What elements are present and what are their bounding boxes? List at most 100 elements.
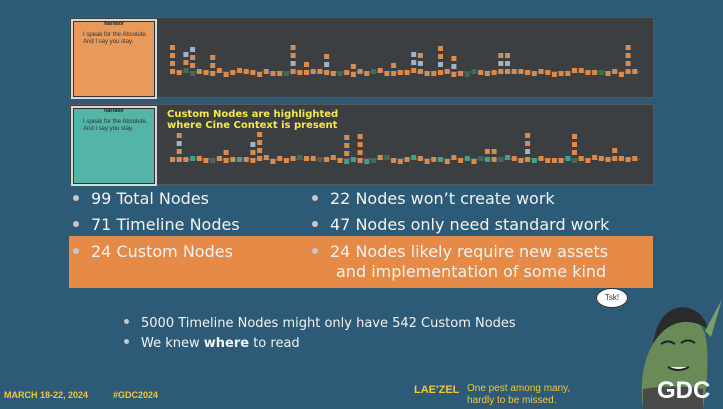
- graph-node: [384, 71, 390, 76]
- graph-node: [397, 159, 403, 164]
- graph-node: [551, 158, 557, 163]
- sub-bullet-text: 5000 Timeline Nodes might only have 542 …: [141, 316, 516, 331]
- graph-node: [518, 158, 524, 163]
- graph-node: [572, 68, 577, 73]
- graph-node: [190, 156, 196, 161]
- graph-node: [257, 140, 263, 145]
- cine-context-callout: Custom Nodes are highlighted where Cine …: [167, 109, 339, 131]
- graph-node: [545, 70, 551, 75]
- sub-bullet-suffix: to read: [249, 336, 300, 351]
- graph-node: [216, 156, 222, 161]
- bullet-standard-work: 47 Nodes only need standard work: [312, 215, 609, 235]
- graph-node: [350, 72, 356, 77]
- bullet-no-work: 22 Nodes won’t create work: [312, 189, 555, 209]
- graph-node: [505, 53, 510, 58]
- graph-node: [297, 70, 303, 75]
- sub-bullet-prefix: We knew: [141, 336, 204, 351]
- graph-node: [438, 46, 443, 51]
- graph-node: [290, 156, 296, 161]
- graph-node: [491, 70, 497, 75]
- graph-node: [170, 157, 175, 162]
- graph-node: [283, 71, 289, 76]
- graph-node: [257, 132, 263, 137]
- graph-node: [203, 158, 209, 163]
- graph-node: [538, 156, 544, 161]
- graph-node: [592, 155, 598, 160]
- graph-node: [210, 71, 216, 76]
- graph-node: [632, 69, 638, 74]
- graph-node: [176, 157, 182, 162]
- graph-node: [572, 134, 577, 139]
- graph-node: [357, 69, 363, 74]
- custom-nodes-highlight: [69, 236, 653, 288]
- graph-node: [210, 158, 216, 163]
- graph-node: [257, 148, 263, 153]
- node-card-top[interactable]: Narrator I speak for the Absolute. And I…: [71, 19, 157, 99]
- graph-node: [525, 157, 531, 162]
- graph-node: [357, 150, 363, 155]
- graph-node: [538, 69, 544, 74]
- graph-node: [324, 54, 330, 59]
- graph-node: [417, 53, 423, 58]
- graph-node: [237, 157, 242, 162]
- event-dates: MARCH 18-22, 2024: [4, 390, 89, 400]
- graph-node: [498, 53, 504, 58]
- bullet-dot: [312, 247, 318, 254]
- graph-node: [190, 55, 196, 60]
- timeline-panel-top: Narrator I speak for the Absolute. And I…: [69, 17, 654, 99]
- graph-node: [250, 70, 256, 75]
- graph-node: [357, 158, 363, 163]
- graph-node: [618, 156, 624, 161]
- graph-node: [525, 133, 531, 138]
- graph-node: [277, 71, 283, 76]
- node-card-bottom[interactable]: Narrator I speak for the Absolute. And I…: [71, 106, 157, 186]
- character-name: LAE'ZEL: [414, 384, 460, 396]
- graph-node: [578, 156, 584, 161]
- sub-bullet-bold: where: [203, 336, 250, 351]
- graph-node: [585, 158, 591, 163]
- graph-node: [505, 69, 510, 74]
- graph-node: [304, 62, 309, 67]
- graph-node: [484, 157, 490, 162]
- graph-node: [625, 45, 631, 50]
- graph-node: [357, 134, 363, 139]
- graph-node: [243, 69, 249, 74]
- graph-node: [330, 155, 336, 160]
- graph-node: [565, 71, 571, 76]
- graph-node: [277, 156, 283, 161]
- graph-node: [330, 71, 336, 76]
- graph-node: [451, 56, 457, 61]
- graph-node: [525, 141, 531, 146]
- graph-node: [344, 70, 350, 75]
- graph-node: [471, 69, 477, 74]
- graph-node: [498, 61, 504, 66]
- graph-node: [625, 69, 631, 74]
- node-graph-top: [170, 45, 640, 77]
- graph-node: [364, 159, 370, 164]
- graph-node: [344, 159, 350, 164]
- laezel-character-illustration: [641, 299, 722, 409]
- graph-node: [183, 52, 189, 57]
- graph-node: [525, 70, 531, 75]
- graph-node: [511, 156, 517, 161]
- node-graph-bottom: [170, 132, 640, 164]
- graph-node: [250, 142, 256, 147]
- graph-node: [203, 70, 209, 75]
- node-card-bottom-header: Narrator: [104, 108, 124, 114]
- graph-node: [357, 142, 363, 147]
- graph-node: [317, 157, 323, 162]
- graph-node: [598, 70, 604, 75]
- graph-node: [250, 150, 256, 155]
- graph-node: [484, 71, 490, 76]
- graph-node: [411, 68, 417, 73]
- graph-node: [223, 150, 229, 155]
- graph-node: [337, 71, 343, 76]
- graph-node: [404, 70, 410, 75]
- graph-node: [371, 158, 376, 163]
- bullet-text: 99 Total Nodes: [91, 189, 209, 208]
- graph-node: [377, 68, 383, 73]
- bullet-dot: [124, 319, 129, 324]
- graph-node: [612, 156, 618, 161]
- graph-node: [176, 149, 182, 154]
- graph-node: [250, 158, 256, 163]
